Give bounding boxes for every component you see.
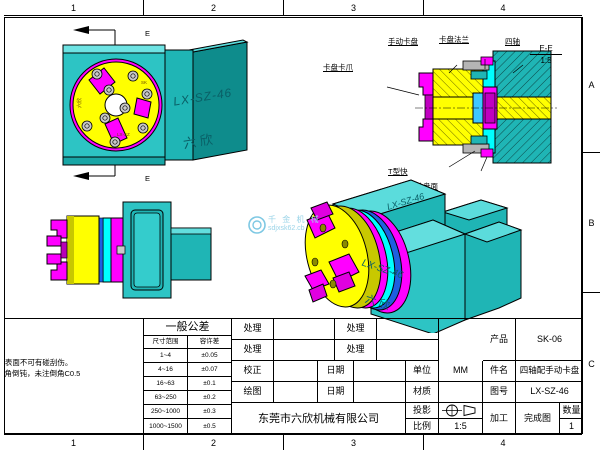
zone-top-2: 2	[144, 0, 284, 16]
tolerance-dev-5: ±0.3	[188, 405, 232, 419]
svg-text:SK: SK	[141, 80, 147, 85]
part-value: 四轴配手动卡盘	[516, 361, 583, 382]
projection-symbol-cell	[439, 403, 483, 419]
company-name: 东莞市六欣机械有限公司	[232, 403, 406, 435]
part-label: 件名	[483, 361, 516, 382]
zone-right-a: A	[582, 17, 600, 153]
unit-value: MM	[439, 361, 483, 382]
tolerance-range-4: 63~250	[144, 391, 188, 405]
qty-label: 数量	[560, 403, 583, 419]
process-stage-label: 加工	[483, 403, 516, 435]
product-value: SK-06	[516, 319, 583, 361]
process-value-3[interactable]	[274, 340, 335, 361]
note-line-1: 表面不可有碰刮伤。	[5, 358, 73, 367]
qty-value: 1	[568, 421, 574, 432]
zone-right-c: C	[582, 293, 600, 434]
tolerance-range-1: 1~4	[144, 349, 188, 363]
drawing-canvas: 六欣 SK LX-SZ E E LX-SZ-46 六 欣	[5, 18, 581, 333]
watermark-logo-icon	[248, 216, 266, 234]
drawing-frame	[4, 17, 582, 434]
material-label: 材质	[406, 382, 439, 403]
process-stage-value: 完成图	[516, 403, 560, 435]
zone-bottom-3: 3	[284, 434, 424, 450]
zone-top-1: 1	[4, 0, 144, 16]
check-date-label: 日期	[318, 361, 354, 382]
watermark-line-2: sdjxsk62.cb	[268, 225, 305, 232]
tolerance-dev-3: ±0.1	[188, 377, 232, 391]
section-mark-e-top: E	[145, 29, 151, 38]
product-label: 产品	[483, 319, 516, 361]
drawing-label: 图号	[483, 382, 516, 403]
check-date-value[interactable]	[354, 361, 406, 382]
scale-value: 1:5	[439, 419, 483, 435]
process-value-4[interactable]	[377, 340, 439, 361]
check-value[interactable]	[274, 361, 318, 382]
process-label-1: 处理	[232, 319, 274, 340]
callout-chuck-flange: 卡盘法兰	[439, 35, 469, 44]
callout-manual-chuck: 手动卡盘	[388, 37, 418, 46]
zone-right-b: B	[582, 153, 600, 293]
tolerance-dev-6: ±0.5	[188, 419, 232, 435]
tolerance-col-dev: 容许差	[188, 336, 232, 349]
section-arrow-top	[73, 26, 89, 34]
draw-label: 绘图	[232, 382, 274, 403]
callout-fourth-axis: 四轴	[505, 37, 520, 46]
first-angle-projection-icon	[441, 404, 475, 417]
tolerance-range-5: 250~1000	[144, 405, 188, 419]
scale-label: 比例	[406, 419, 439, 435]
draw-date-value[interactable]	[354, 382, 406, 403]
tolerance-dev-4: ±0.2	[188, 391, 232, 405]
notes-area: 表面不可有碰刮伤。 锐角倒钝，未注倒角C0.5	[5, 319, 144, 435]
callout-chuck-jaw: 卡盘卡爪	[323, 63, 353, 72]
svg-text:LX-SZ: LX-SZ	[117, 132, 130, 137]
zone-bottom-2: 2	[144, 434, 284, 450]
tolerance-range-2: 4~16	[144, 363, 188, 377]
section-label: E-E	[539, 44, 553, 53]
material-value[interactable]	[439, 382, 483, 403]
process-label-4: 处理	[335, 340, 377, 361]
zone-ruler-bottom: 1 2 3 4	[0, 434, 600, 450]
process-label-3: 处理	[232, 340, 274, 361]
tolerance-range-3: 16~63	[144, 377, 188, 391]
zone-bottom-1: 1	[4, 434, 144, 450]
tolerance-dev-1: ±0.05	[188, 349, 232, 363]
side-view-graphic	[46, 201, 212, 299]
tolerance-heading: 一般公差	[144, 319, 232, 336]
projection-label: 投影	[406, 403, 439, 419]
unit-label: 单位	[406, 361, 439, 382]
zone-top-4: 4	[424, 0, 582, 16]
process-label-2: 处理	[335, 319, 377, 340]
check-label: 校正	[232, 361, 274, 382]
callout-t-block: T型快	[388, 167, 408, 176]
watermark-line-1: 千 金 机 械	[268, 215, 321, 224]
svg-text:六欣: 六欣	[76, 98, 83, 108]
note-line-2: 锐角倒钝，未注倒角C0.5	[5, 369, 81, 379]
draw-date-label: 日期	[318, 382, 354, 403]
zone-bottom-4: 4	[424, 434, 582, 450]
process-value-2[interactable]	[377, 319, 439, 340]
section-arrow-bottom	[73, 172, 89, 180]
tolerance-range-6: 1000~1500	[144, 419, 188, 435]
section-scale-marker: E-E 1:5	[524, 44, 568, 65]
title-block: 表面不可有碰刮伤。 锐角倒钝，未注倒角C0.5 一般公差 尺寸范围 容许差 1~…	[5, 318, 583, 435]
tolerance-col-range: 尺寸范围	[144, 336, 188, 349]
zone-top-3: 3	[284, 0, 424, 16]
iso-view-graphic: LX-SZ-46	[304, 179, 523, 333]
process-value-1[interactable]	[274, 319, 335, 340]
drawing-value: LX-SZ-46	[516, 382, 583, 403]
section-scale: 1:5	[540, 56, 552, 65]
zone-ruler-top: 1 2 3 4	[0, 0, 600, 16]
tolerance-dev-2: ±0.07	[188, 363, 232, 377]
front-view-graphic: 六欣 SK LX-SZ	[62, 26, 249, 180]
section-mark-e-bottom: E	[145, 174, 151, 183]
draw-value[interactable]	[274, 382, 318, 403]
section-view-graphic	[386, 50, 557, 172]
